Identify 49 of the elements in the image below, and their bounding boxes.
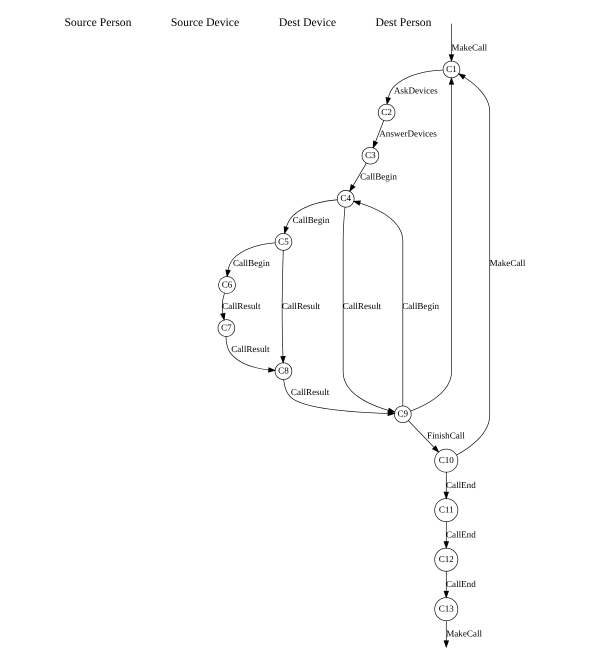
label: Source Person (64, 16, 132, 29)
arrow (226, 336, 276, 373)
node-circle: C5 (274, 233, 292, 251)
arrow (372, 120, 384, 149)
arrow (349, 162, 367, 192)
edge-label: MakeCall (490, 258, 526, 268)
edge-label: CallEnd (446, 480, 476, 490)
arrow (280, 250, 286, 364)
node-circle: C6 (218, 276, 236, 294)
edge-label: AskDevices (394, 85, 438, 96)
edge-label: CallBegin (402, 300, 440, 311)
edge-label: CallResult (290, 387, 330, 398)
label: Dest Device (278, 16, 336, 29)
arrow (444, 570, 449, 599)
edge-label: FinishCall (427, 430, 465, 440)
edge-label: CallBegin (292, 214, 330, 225)
edge-label: CallResult (222, 300, 260, 311)
node-circle: C1 (442, 60, 460, 78)
arrow (352, 200, 404, 406)
edge-label: AnswerDevices (379, 128, 437, 139)
arrow (444, 521, 449, 550)
arrow (386, 70, 444, 106)
node-circle: C2 (378, 104, 396, 122)
node-circle: C11 (434, 498, 458, 522)
arrow (444, 472, 449, 500)
node-circle: C13 (434, 597, 458, 622)
label: Dest Person (375, 16, 432, 29)
arrow (410, 76, 454, 412)
arrow (284, 199, 338, 234)
edge-label: CallResult (231, 344, 270, 354)
node-circle: C3 (362, 146, 380, 164)
node-circle: C8 (274, 362, 292, 380)
arrow (408, 420, 440, 453)
edge-label: CallBegin (232, 258, 270, 268)
arrow (225, 242, 276, 278)
arrow (448, 23, 454, 62)
node-circle: C7 (218, 319, 236, 337)
arrow (444, 620, 449, 648)
node-circle: C9 (394, 406, 412, 424)
edge-label: CallBegin (360, 172, 397, 182)
node-circle: C12 (434, 548, 458, 572)
arrow (220, 292, 226, 321)
node-circle: C4 (337, 190, 354, 208)
arrow (456, 73, 490, 456)
edge-label: CallEnd (446, 578, 476, 589)
label: Source Device (170, 16, 240, 29)
edge-label: MakeCall (446, 628, 482, 638)
node-circle: C10 (434, 448, 458, 473)
edge-label: CallEnd (446, 529, 476, 540)
